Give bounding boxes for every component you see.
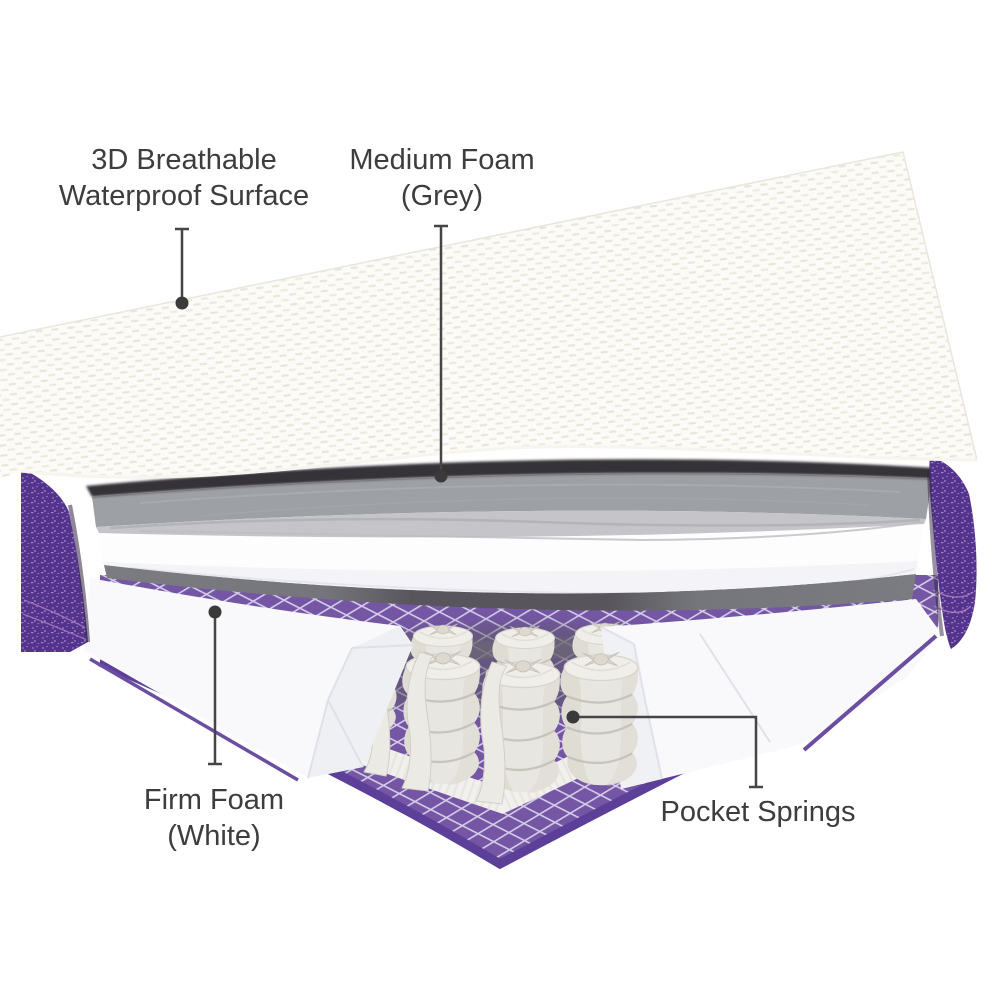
leader-dot-pocket-springs: [566, 710, 580, 724]
leader-lines: [175, 224, 763, 789]
label-surface-line1: 3D Breathable: [91, 144, 277, 176]
firm-foam-front-face: [102, 561, 918, 594]
grey-divider-stripe: [104, 565, 916, 611]
base-edge-sliver-right: [802, 634, 938, 752]
leader-firm-foam: [208, 612, 222, 766]
sheet-underside-shadow: [86, 459, 936, 497]
medium-foam-layer: [92, 473, 932, 542]
label-surface: 3D Breathable Waterproof Surface: [59, 142, 309, 214]
label-medium-foam: Medium Foam (Grey): [349, 142, 534, 214]
label-firm-foam: Firm Foam (White): [144, 782, 284, 854]
label-medium-foam-line1: Medium Foam: [349, 144, 535, 176]
label-surface-line2: Waterproof Surface: [58, 180, 310, 212]
leader-dot-medium-foam: [434, 469, 448, 483]
top-sheet-lifted-edge: [20, 445, 978, 479]
top-sheet: [0, 151, 978, 479]
pocket-springs-front-row: [401, 649, 640, 805]
firm-foam-layer: [99, 524, 924, 611]
leader-dot-firm-foam: [208, 605, 222, 619]
label-firm-foam-line1: Firm Foam: [143, 784, 285, 816]
base-edge-sliver-left: [89, 657, 299, 782]
leader-medium-foam: [434, 224, 448, 474]
firm-foam-top-face: [99, 524, 924, 572]
leader-pocket-springs: [573, 715, 763, 789]
spring-pocket-drape: [401, 651, 434, 792]
label-pocket-springs-line1: Pocket Springs: [660, 796, 856, 828]
medium-foam-front-face: [96, 510, 926, 538]
spring-pocket-drape: [475, 661, 508, 805]
leader-surface: [175, 227, 189, 302]
medium-foam-top-face: [92, 473, 932, 527]
label-medium-foam-line2: (Grey): [400, 180, 484, 212]
firm-foam-block-right: [601, 599, 941, 789]
label-pocket-springs: Pocket Springs: [660, 794, 855, 830]
side-fabric-stitching: [22, 599, 88, 641]
label-firm-foam-line2: (White): [167, 820, 261, 852]
side-fabric-left: [21, 469, 90, 652]
side-fabric-right: [927, 456, 977, 649]
leader-dots: [175, 296, 580, 724]
leader-dot-surface: [175, 296, 189, 310]
